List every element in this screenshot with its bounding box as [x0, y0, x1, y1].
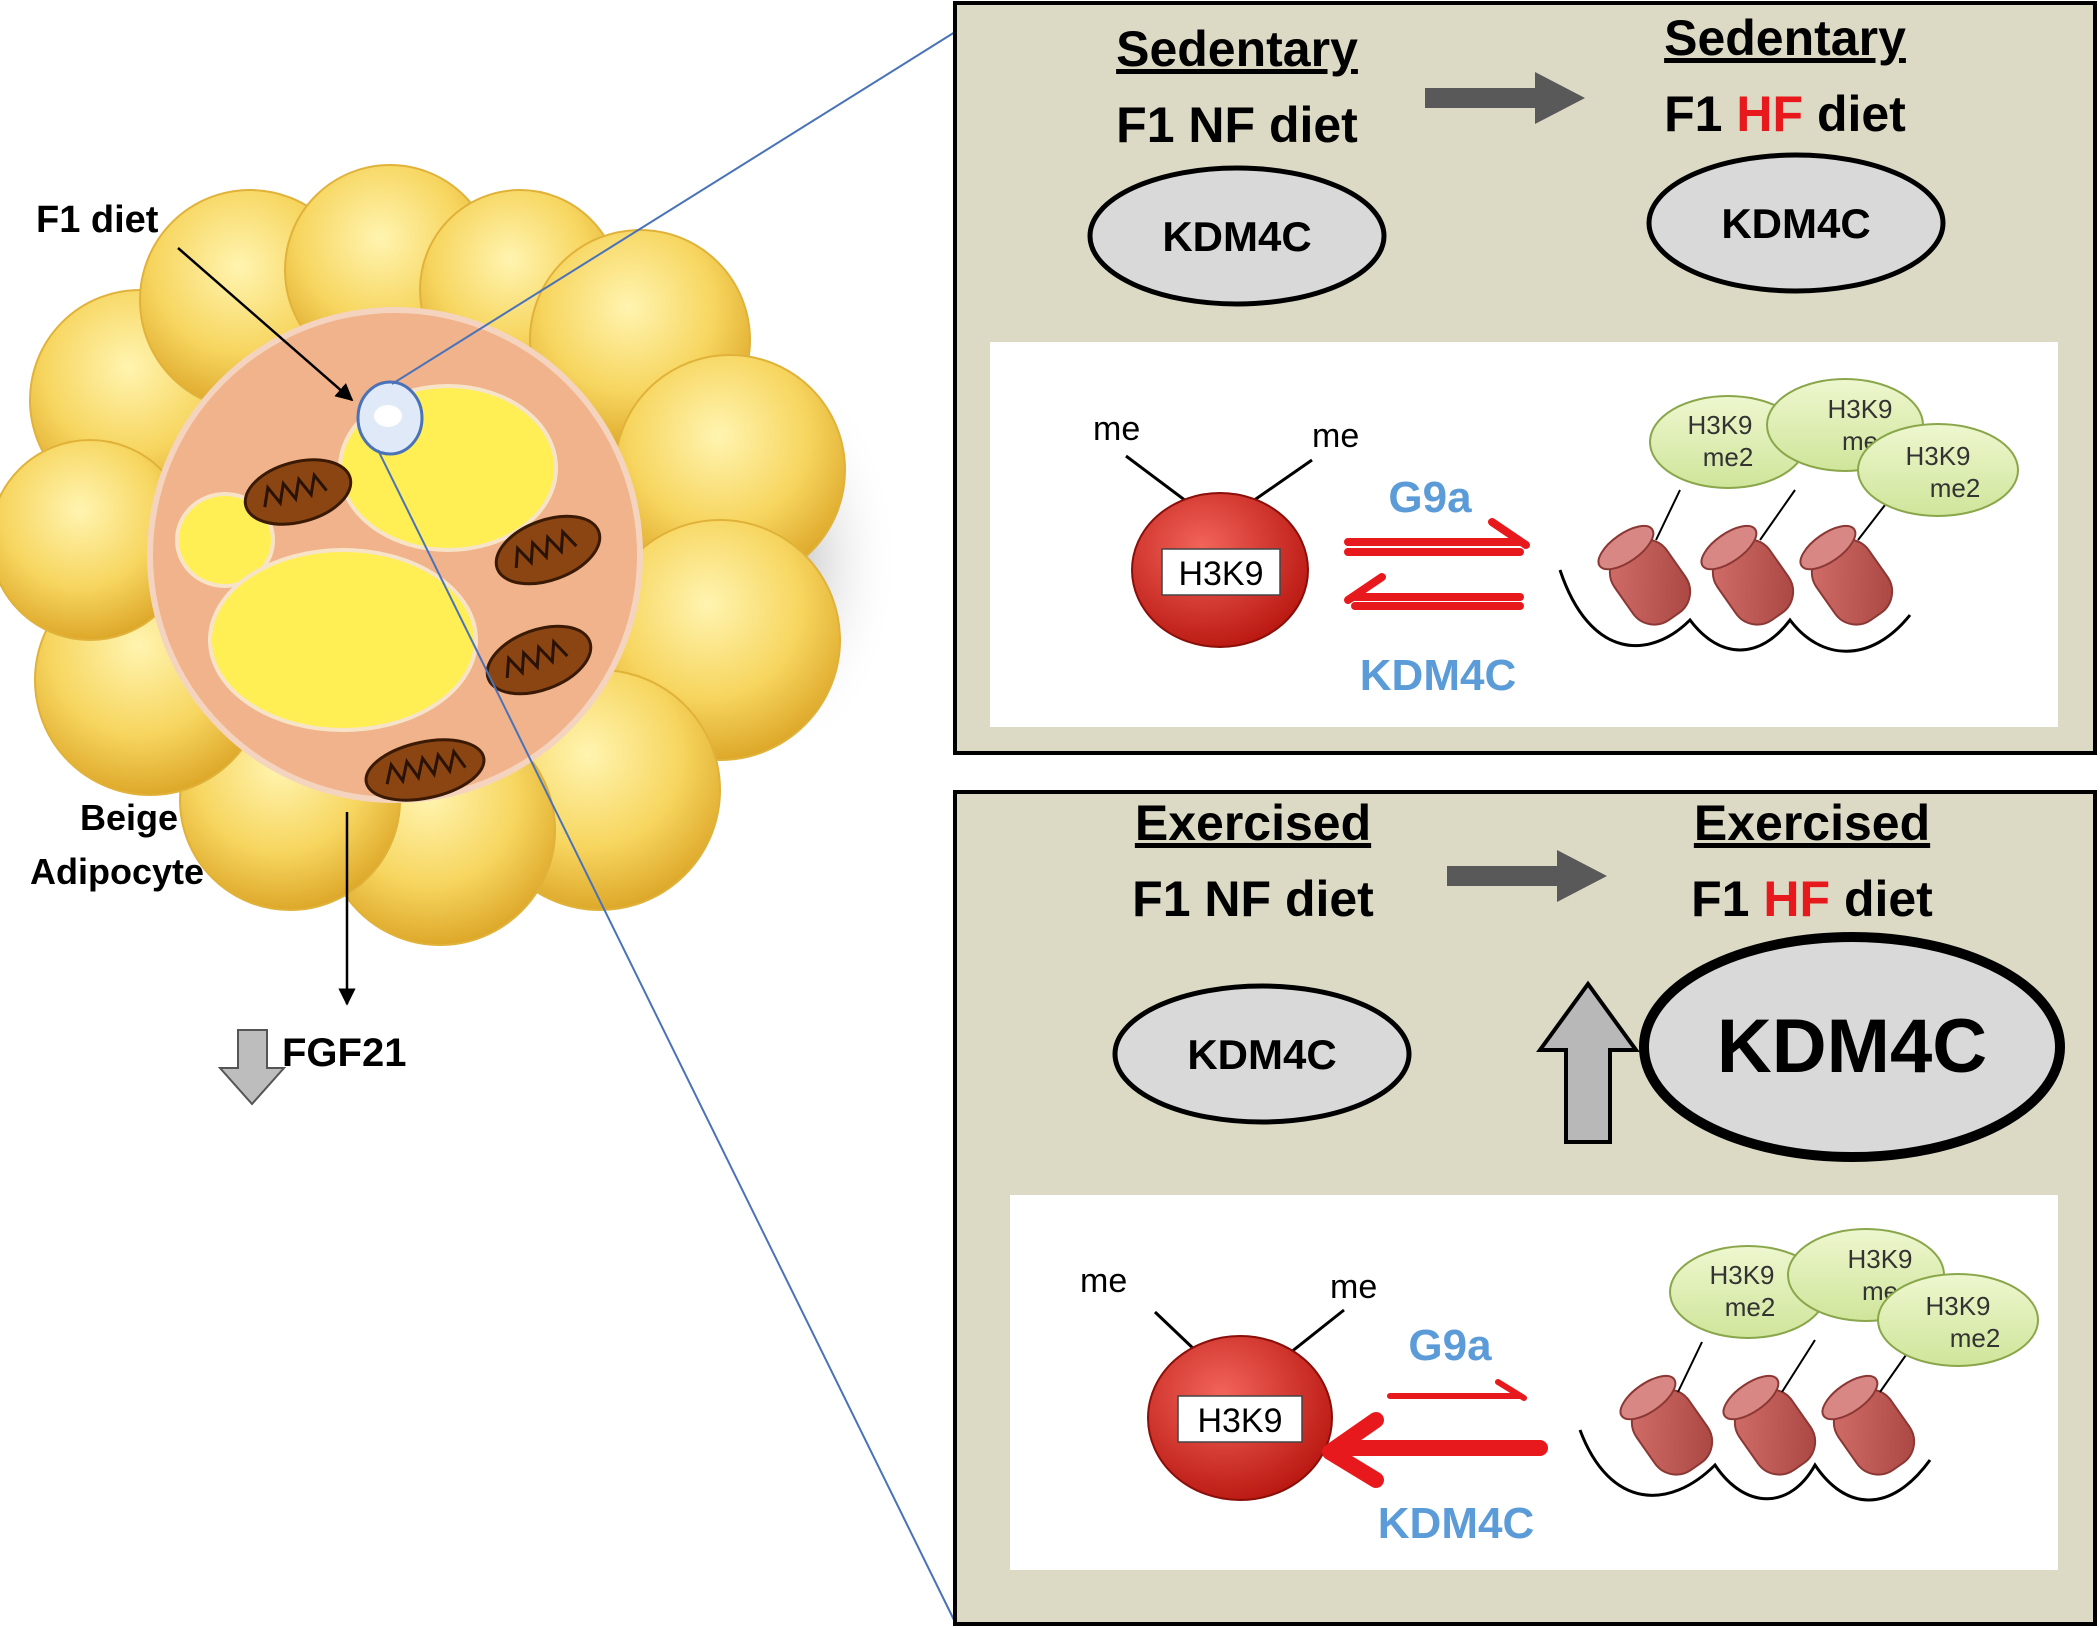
sedentary-forward-enzyme: G9a: [1388, 473, 1472, 522]
svg-text:me2: me2: [1703, 442, 1754, 472]
exercised-left-diet: F1 NF diet: [1132, 871, 1374, 927]
sedentary-right-condition: Sedentary: [1664, 10, 1906, 66]
sedentary-nucleosome-2: [1700, 524, 1795, 626]
exercised-methylation-inset: me me H3K9 G9a KDM4C H3K9 me2: [1010, 1195, 2058, 1570]
sedentary-left-enzyme: [1087, 165, 1387, 307]
sedentary-nucleosome-1: [1597, 524, 1692, 626]
svg-text:H3K9: H3K9: [1709, 1260, 1774, 1290]
zoom-callout-line-bottom: [377, 449, 956, 1623]
exercised-right-diet: F1 HF diet: [1691, 871, 1933, 927]
exercised-reverse-arrow-thick: [1322, 1412, 1548, 1488]
svg-text:me2: me2: [1950, 1323, 2001, 1353]
sedentary-reverse-arrow: [1344, 573, 1524, 610]
exercised-panel: Exercised F1 NF diet Exercised F1 HF die…: [953, 790, 2097, 1626]
exercised-left-enzyme: [1112, 983, 1412, 1125]
sedentary-histone-label: H3K9: [1178, 555, 1263, 593]
mitochondria: [243, 458, 602, 802]
exercised-nucleosome-2: [1722, 1374, 1817, 1476]
diet-arrow: [177, 247, 354, 402]
zoom-callout-line-top: [391, 31, 956, 385]
sedentary-me-right: me: [1312, 417, 1359, 455]
exercised-reverse-enzyme: KDM4C: [1378, 1499, 1534, 1548]
svg-text:H3K9: H3K9: [1687, 410, 1752, 440]
exercised-me-right: me: [1330, 1268, 1377, 1306]
svg-text:H3K9: H3K9: [1925, 1291, 1990, 1321]
exercised-forward-arrow-thin: [1387, 1379, 1527, 1401]
exercised-right-enzyme-label: KDM4C: [1717, 1004, 1987, 1089]
cell-label-line1: Beige: [80, 797, 178, 838]
exercised-methyl-tag-3: H3K9 me2: [1877, 1273, 2039, 1367]
exercised-right-condition: Exercised: [1694, 795, 1930, 851]
kdm4c-increase-arrow: [1536, 980, 1640, 1144]
exercised-left-enzyme-label: KDM4C: [1187, 1031, 1336, 1078]
sedentary-transition-arrow: [1425, 72, 1585, 124]
svg-text:me2: me2: [1930, 473, 1981, 503]
sedentary-panel: Sedentary F1 NF diet Sedentary F1 HF die…: [953, 1, 2097, 755]
sedentary-left-enzyme-label: KDM4C: [1162, 213, 1311, 260]
exercised-histone-label: H3K9: [1197, 1402, 1282, 1440]
exercised-me-left: me: [1080, 1262, 1127, 1300]
sedentary-me-left: me: [1093, 410, 1140, 448]
exercised-right-enzyme-large: [1639, 932, 2065, 1162]
sedentary-forward-arrow: [1344, 518, 1530, 556]
fgf21-label: FGF21: [282, 1031, 406, 1075]
fgf21-down-arrow: [217, 1029, 287, 1106]
cell-label-line2: Adipocyte: [30, 851, 204, 892]
sedentary-methylation-inset: me me H3K9 G9a KDM4C H3K9 me2: [990, 342, 2058, 727]
exercised-forward-enzyme: G9a: [1408, 1321, 1492, 1370]
diet-label: F1 diet: [36, 199, 159, 241]
exercised-methyl-tag-1: H3K9 me2: [1669, 1245, 1827, 1339]
svg-text:H3K9: H3K9: [1847, 1244, 1912, 1274]
svg-text:H3K9: H3K9: [1827, 394, 1892, 424]
sedentary-reverse-enzyme: KDM4C: [1360, 651, 1516, 700]
sedentary-right-enzyme: [1646, 152, 1946, 294]
sedentary-left-condition: Sedentary: [1116, 21, 1358, 77]
exercised-left-condition: Exercised: [1135, 795, 1371, 851]
exercised-nucleosome-3: [1821, 1374, 1916, 1476]
exercised-nucleosome-1: [1619, 1374, 1714, 1476]
adipose-tissue-illustration: [0, 164, 900, 946]
svg-text:H3K9: H3K9: [1905, 441, 1970, 471]
exercised-methyl-tag-2: H3K9 me: [1787, 1228, 1945, 1322]
svg-text:me2: me2: [1725, 1292, 1776, 1322]
sedentary-right-diet: F1 HF diet: [1664, 86, 1906, 142]
sedentary-left-diet: F1 NF diet: [1116, 97, 1358, 153]
sedentary-methyl-tag-3: H3K9 me2: [1857, 423, 2019, 517]
sedentary-right-enzyme-label: KDM4C: [1721, 200, 1870, 247]
exercised-transition-arrow: [1447, 850, 1607, 902]
sedentary-nucleosome-3: [1799, 524, 1894, 626]
